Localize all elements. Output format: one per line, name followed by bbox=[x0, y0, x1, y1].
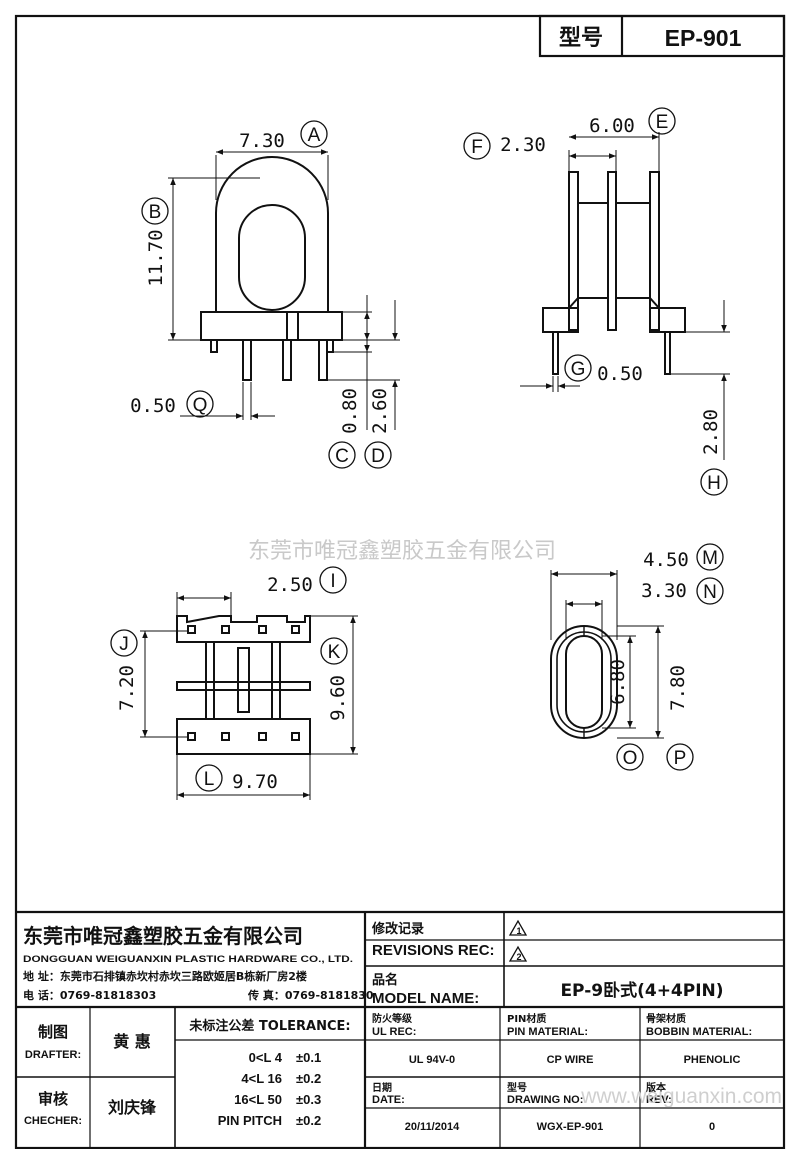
version-label-cn: 版本 bbox=[646, 1081, 667, 1094]
drawing-no-label-en: DRAWING NO: bbox=[507, 1094, 583, 1106]
bottom-view-dims bbox=[140, 592, 358, 800]
front-view-dims bbox=[168, 149, 400, 430]
front-view bbox=[200, 156, 343, 381]
dim-h: 2.80 bbox=[700, 409, 722, 455]
revisions-label-en: REVISIONS REC: bbox=[372, 942, 495, 959]
dim-f: 2.30 bbox=[500, 134, 546, 156]
bubble-q: Q bbox=[193, 395, 208, 416]
pin-material-value: CP WIRE bbox=[547, 1054, 594, 1066]
dim-q: 0.50 bbox=[130, 395, 176, 417]
dim-g: 0.50 bbox=[597, 363, 643, 385]
drawing-no-value: WGX-EP-901 bbox=[537, 1121, 604, 1133]
pin-material-label-en: PIN MATERIAL: bbox=[507, 1026, 588, 1038]
model-label-en: MODEL NAME: bbox=[372, 990, 479, 1007]
company-phone: 电 话：0769-81818303 bbox=[23, 988, 156, 1002]
side-view-dims bbox=[520, 132, 730, 460]
dim-o: 6.80 bbox=[607, 659, 629, 705]
drafter-label-cn: 制图 bbox=[38, 1023, 68, 1041]
dim-a: 7.30 bbox=[239, 130, 285, 152]
bubble-j: J bbox=[119, 634, 129, 655]
dim-j: 7.20 bbox=[116, 665, 138, 711]
bobbin-material-label-en: BOBBIN MATERIAL: bbox=[646, 1026, 752, 1038]
tolerance-title: 未标注公差 TOLERANCE: bbox=[188, 1018, 350, 1034]
model-label-cn: 品名 bbox=[372, 972, 398, 988]
watermark-url: www.weiguanxin.com bbox=[580, 1085, 782, 1108]
bubble-n: N bbox=[703, 582, 717, 603]
title-block bbox=[16, 910, 784, 1148]
tolerance-value-4: ±0.2 bbox=[296, 1113, 321, 1128]
dim-n: 3.30 bbox=[641, 580, 687, 602]
ul-value: UL 94V-0 bbox=[409, 1054, 455, 1066]
bubble-f: F bbox=[471, 137, 483, 158]
dim-p: 7.80 bbox=[667, 665, 689, 711]
tolerance-value-1: ±0.1 bbox=[296, 1050, 321, 1065]
bottom-view bbox=[176, 615, 311, 755]
bubble-m: M bbox=[702, 548, 718, 569]
company-name-cn: 东莞市唯冠鑫塑胶五金有限公司 bbox=[23, 924, 303, 948]
bubble-d: D bbox=[371, 446, 385, 467]
dim-i: 2.50 bbox=[267, 574, 313, 596]
checker-label-cn: 审核 bbox=[38, 1090, 68, 1108]
bobbin-material-value: PHENOLIC bbox=[684, 1054, 741, 1066]
bubble-k: K bbox=[328, 642, 341, 663]
side-view bbox=[542, 171, 686, 375]
bobbin-material-label-cn: 骨架材质 bbox=[646, 1012, 686, 1025]
bubble-i: I bbox=[330, 571, 335, 592]
bubble-e: E bbox=[656, 112, 669, 133]
dim-e: 6.00 bbox=[589, 115, 635, 137]
drawing-no-label-cn: 型号 bbox=[507, 1081, 527, 1094]
header-box: 型号 EP-901 bbox=[538, 14, 786, 58]
checker-label-en: CHECHER: bbox=[24, 1115, 82, 1127]
bubble-b: B bbox=[149, 202, 162, 223]
company-fax: 传 真：0769-8181830 bbox=[247, 988, 374, 1002]
tolerance-range-2: 4<L 16 bbox=[241, 1071, 282, 1086]
dim-c: 0.80 bbox=[339, 388, 361, 434]
tolerance-range-3: 16<L 50 bbox=[234, 1092, 282, 1107]
ul-label-en: UL REC: bbox=[372, 1026, 416, 1038]
drafter-name: 黄 惠 bbox=[113, 1032, 151, 1051]
model-value: EP-9卧式(4+4PIN) bbox=[560, 980, 723, 1001]
type-label: 型号 bbox=[559, 26, 603, 51]
bubble-h: H bbox=[707, 473, 721, 494]
pin-material-label-cn: PIN材质 bbox=[507, 1012, 546, 1025]
version-value: 0 bbox=[709, 1121, 715, 1133]
company-address: 地 址：东莞市石排镇赤坎村赤坎三路欧姬居B栋新厂房2楼 bbox=[23, 969, 307, 983]
checker-name: 刘庆锋 bbox=[108, 1098, 157, 1117]
tolerance-value-3: ±0.3 bbox=[296, 1092, 321, 1107]
drafter-label-en: DRAFTER: bbox=[25, 1049, 81, 1061]
ul-label-cn: 防火等级 bbox=[372, 1012, 413, 1025]
tolerance-range-4: PIN PITCH bbox=[218, 1113, 282, 1128]
tolerance-value-2: ±0.2 bbox=[296, 1071, 321, 1086]
company-name-en: DONGGUAN WEIGUANXIN PLASTIC HARDWARE CO.… bbox=[23, 954, 353, 965]
date-label-cn: 日期 bbox=[372, 1081, 392, 1094]
bubble-p: P bbox=[674, 748, 687, 769]
dim-b: 11.70 bbox=[145, 229, 167, 286]
dim-k: 9.60 bbox=[327, 675, 349, 721]
watermark-text: 东莞市唯冠鑫塑胶五金有限公司 bbox=[248, 539, 556, 564]
bubble-a: A bbox=[308, 125, 321, 146]
dim-l: 9.70 bbox=[232, 771, 278, 793]
sheet-border bbox=[14, 14, 786, 1149]
top-view-dims bbox=[550, 570, 664, 739]
revisions-label-cn: 修改记录 bbox=[371, 921, 424, 937]
dim-m: 4.50 bbox=[643, 549, 689, 571]
date-label-en: DATE: bbox=[372, 1094, 405, 1106]
revision-1-mark: 1 bbox=[516, 926, 521, 936]
type-value: EP-901 bbox=[665, 25, 742, 51]
top-view bbox=[550, 625, 618, 739]
bubble-c: C bbox=[335, 446, 349, 467]
bubble-l: L bbox=[204, 769, 215, 790]
dim-d: 2.60 bbox=[369, 388, 391, 434]
bubble-g: G bbox=[571, 359, 586, 380]
tolerance-range-1: 0<L 4 bbox=[249, 1050, 283, 1065]
revision-2-mark: 2 bbox=[516, 952, 521, 962]
bubble-o: O bbox=[623, 748, 638, 769]
version-label-en: REV: bbox=[646, 1094, 672, 1106]
date-value: 20/11/2014 bbox=[405, 1121, 460, 1133]
